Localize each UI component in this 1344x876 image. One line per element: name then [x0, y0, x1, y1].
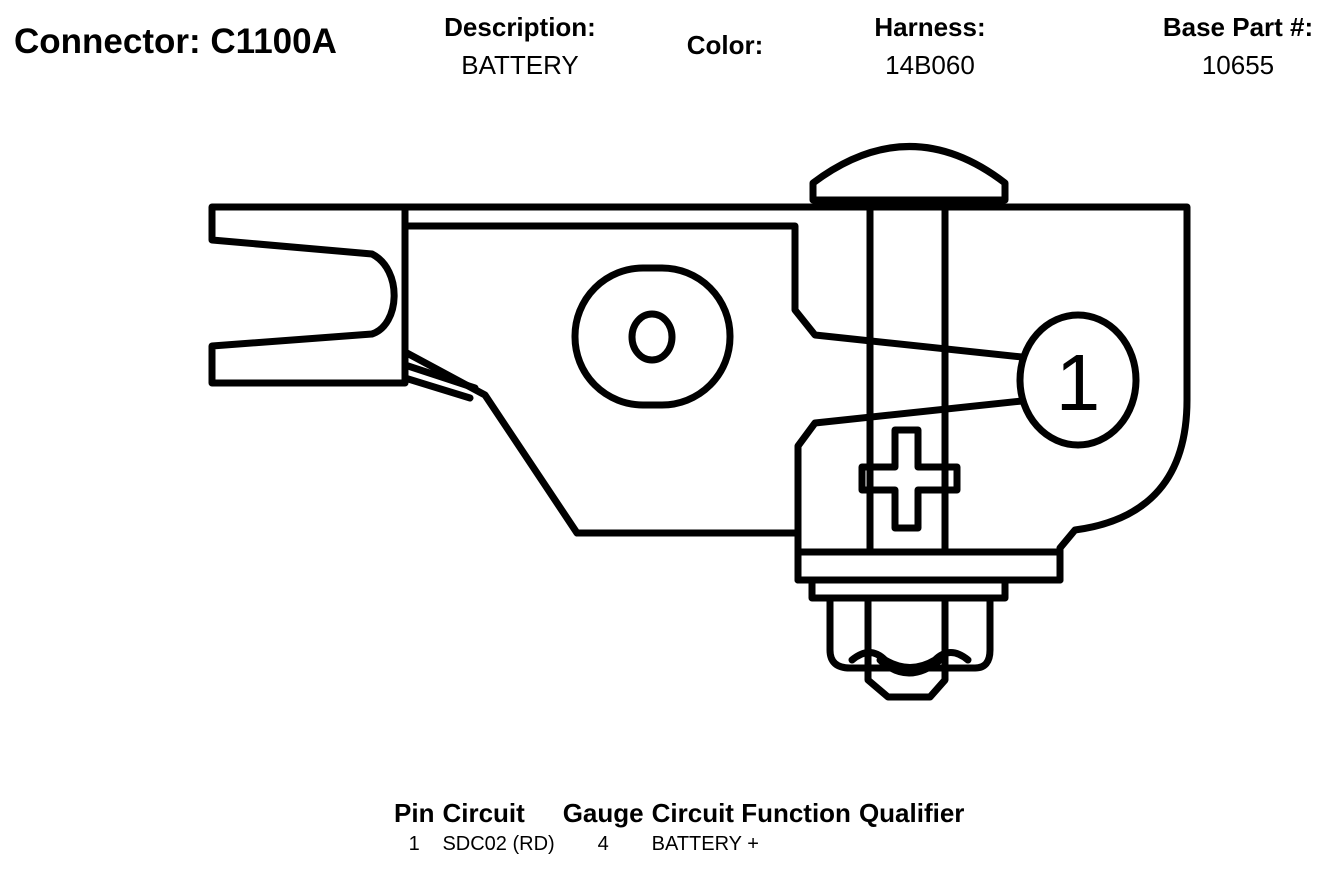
column-header-pin: Pin: [394, 798, 435, 828]
description-value: BATTERY: [461, 50, 579, 80]
description-label: Description:: [444, 12, 596, 42]
cell-circuit: SDC02 (RD): [442, 833, 555, 855]
nut-inner-left: [864, 594, 949, 701]
base-part-value: 10655: [1201, 50, 1275, 80]
table-row: 1 SDC02 (RD) 4 BATTERY +: [390, 829, 968, 856]
column-header-circuit-function: Circuit Function: [651, 798, 851, 828]
pin-table: Pin Circuit Gauge Circuit Function Quali…: [390, 798, 968, 856]
positive-marking: [858, 426, 961, 532]
color-label: Color:: [686, 30, 764, 60]
lower-base: [808, 576, 1009, 602]
cell-gauge: 4: [597, 833, 609, 855]
nut-curve: [848, 649, 972, 671]
column-header-qualifier: Qualifier: [858, 798, 965, 828]
cell-qualifier: [855, 829, 968, 856]
harness-label: Harness:: [874, 12, 986, 42]
column-header-gauge: Gauge: [562, 798, 644, 828]
pin-table-header-row: Pin Circuit Gauge Circuit Function Quali…: [390, 798, 968, 829]
harness-value: 14B060: [885, 50, 975, 80]
fork-terminal-outline: [208, 203, 409, 387]
inner-plate-chamfer: [401, 361, 479, 392]
cell-circuit-function: BATTERY +: [651, 833, 759, 855]
mounting-slot: [571, 264, 734, 409]
connector-title: Connector: C1100A: [14, 22, 337, 61]
base-part-label: Base Part #:: [1162, 12, 1314, 42]
cell-pin: 1: [408, 833, 420, 855]
nut-bottom-arc: [876, 656, 944, 677]
inner-plate-outline: [401, 222, 1026, 361]
bolt-head: [809, 143, 1009, 204]
pin-callout-circle: [1016, 311, 1140, 449]
lower-washer: [794, 548, 1064, 584]
mounting-hole: [628, 310, 676, 364]
inner-plate-lower-edge: [401, 348, 799, 537]
column-header-circuit: Circuit: [442, 798, 525, 828]
inner-plate-chamfer-2: [401, 374, 474, 402]
pin-callout-number: 1: [1056, 338, 1101, 427]
